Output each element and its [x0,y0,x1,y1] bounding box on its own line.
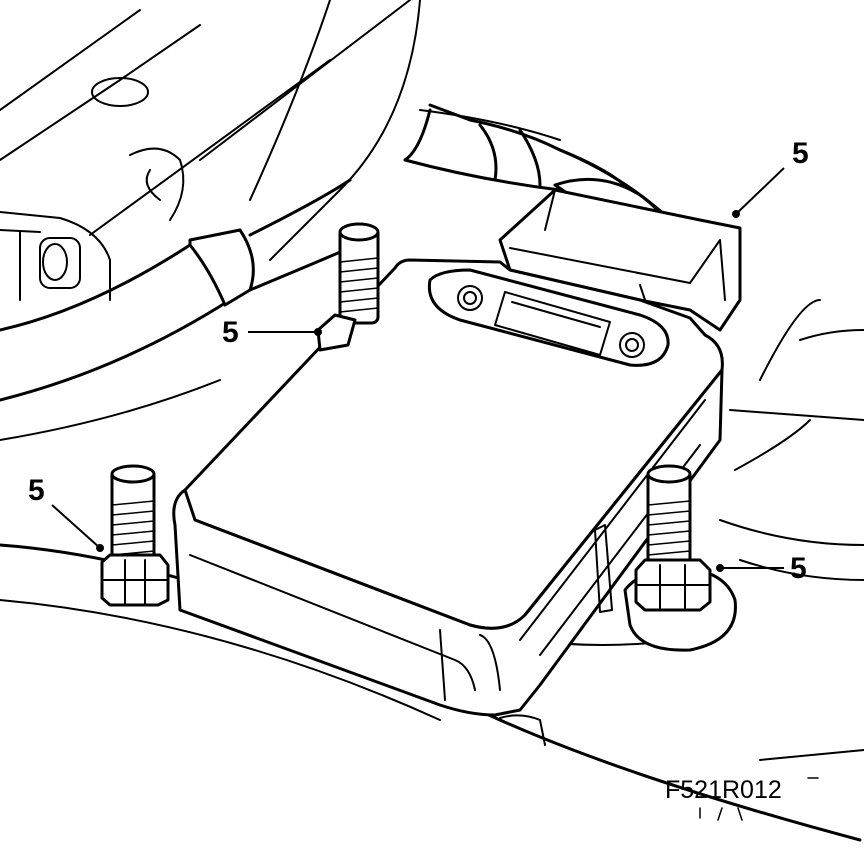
callout-5-lower-right-nut: 5 [790,552,807,585]
callout-5-lower-left-nut: 5 [28,474,45,507]
label-slot [494,291,611,356]
stud-upper-left [316,222,380,352]
stud-lower-right [594,464,737,652]
stud-lower-left [100,464,170,607]
hole-top-left [91,77,149,107]
hose [0,178,352,402]
left-bracket [0,211,111,301]
wiring-harness [403,103,667,222]
callout-5-upper-stud: 5 [222,316,239,349]
callout-leaders [51,167,785,572]
mount-hole-right [619,332,645,358]
callout-5-connector: 5 [792,137,809,170]
mount-hole-left [457,285,483,311]
control-module [172,258,724,746]
figure-code: F521R012 [665,776,782,804]
